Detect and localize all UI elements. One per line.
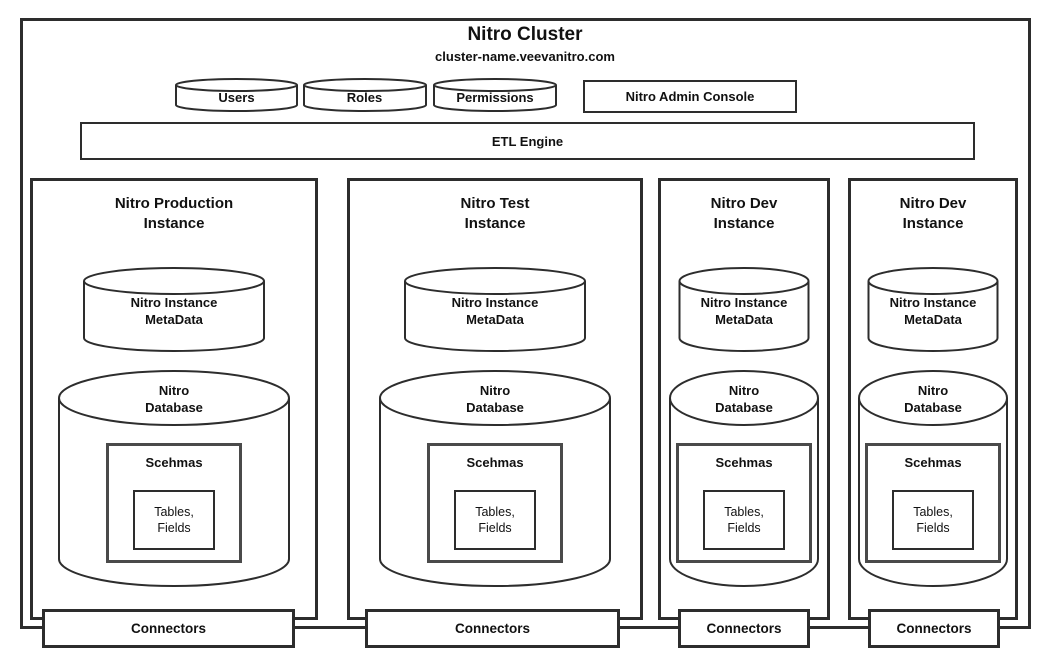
etl-engine-box: ETL Engine — [80, 122, 975, 160]
instance-metadata-cylinder: Nitro Instance MetaData — [83, 267, 265, 352]
instance-test: Nitro Test Instance Nitro Instance MetaD… — [347, 178, 643, 620]
cylinder-shape — [404, 267, 586, 352]
cylinder-shape — [433, 78, 557, 112]
nitro-database-cylinder: Nitro Database Scehmas Tables, Fields — [669, 370, 819, 587]
cylinder-shape — [678, 267, 810, 352]
schemas-label: Scehmas — [466, 455, 524, 470]
instance-title-line2: Instance — [143, 214, 205, 232]
nitro-database-cylinder: Nitro Database Scehmas Tables, Fields — [379, 370, 611, 587]
instance-metadata-label: Nitro Instance MetaData — [700, 295, 788, 328]
cylinder-shape — [83, 267, 265, 352]
instance-title-line1: Nitro Dev — [899, 195, 967, 212]
instance-metadata-label: Nitro Instance MetaData — [451, 295, 539, 328]
schemas-box: Scehmas Tables, Fields — [106, 443, 242, 563]
instance-title-line1: Nitro Dev — [710, 195, 778, 212]
schemas-label: Scehmas — [715, 455, 773, 470]
etl-engine-label: ETL Engine — [491, 133, 564, 149]
instance-title: Nitro Dev Instance — [851, 194, 1015, 233]
tables-fields-box: Tables, Fields — [133, 490, 215, 550]
instance-dev-2: Nitro Dev Instance Nitro Instance MetaDa… — [848, 178, 1018, 620]
connectors-label: Connectors — [130, 621, 206, 636]
instance-title-line1: Nitro Test — [460, 195, 530, 212]
instance-dev-1: Nitro Dev Instance Nitro Instance MetaDa… — [658, 178, 830, 620]
cylinder-shape — [175, 78, 298, 112]
connectors-box: Connectors — [678, 609, 810, 648]
tables-fields-box: Tables, Fields — [892, 490, 974, 550]
instance-production: Nitro Production Instance Nitro Instance… — [30, 178, 318, 620]
instance-title: Nitro Dev Instance — [661, 194, 827, 233]
schemas-box: Scehmas Tables, Fields — [676, 443, 812, 563]
instance-metadata-cylinder: Nitro Instance MetaData — [678, 267, 810, 352]
instance-metadata-label: Nitro Instance MetaData — [889, 295, 977, 328]
nitro-admin-console-label: Nitro Admin Console — [625, 89, 755, 104]
roles-label: Roles — [346, 90, 383, 105]
connectors-label: Connectors — [454, 621, 530, 636]
nitro-database-label: Nitro Database — [145, 383, 203, 416]
connectors-label: Connectors — [896, 621, 972, 636]
schemas-box: Scehmas Tables, Fields — [427, 443, 563, 563]
instance-title-line2: Instance — [464, 214, 526, 232]
instance-title: Nitro Production Instance — [33, 194, 315, 233]
nitro-admin-console-box: Nitro Admin Console — [583, 80, 797, 113]
instance-title-line2: Instance — [902, 214, 964, 232]
connectors-box: Connectors — [868, 609, 1000, 648]
nitro-database-label: Nitro Database — [715, 383, 773, 416]
nitro-database-label: Nitro Database — [904, 383, 962, 416]
instance-title: Nitro Test Instance — [350, 194, 640, 233]
cylinder-shape — [867, 267, 999, 352]
instance-metadata-cylinder: Nitro Instance MetaData — [867, 267, 999, 352]
tables-fields-box: Tables, Fields — [703, 490, 785, 550]
instance-metadata-cylinder: Nitro Instance MetaData — [404, 267, 586, 352]
schemas-label: Scehmas — [145, 455, 203, 470]
cluster-domain-subtitle: cluster-name.veevanitro.com — [435, 49, 615, 64]
nitro-database-cylinder: Nitro Database Scehmas Tables, Fields — [858, 370, 1008, 587]
nitro-database-label: Nitro Database — [466, 383, 524, 416]
cylinder-shape — [303, 78, 427, 112]
diagram-title: Nitro Cluster — [467, 24, 583, 45]
users-label: Users — [218, 90, 255, 105]
permissions-label: Permissions — [456, 90, 534, 105]
nitro-database-cylinder: Nitro Database Scehmas Tables, Fields — [58, 370, 290, 587]
instance-metadata-label: Nitro Instance MetaData — [130, 295, 218, 328]
instance-title-line1: Nitro Production — [114, 195, 234, 212]
schemas-box: Scehmas Tables, Fields — [865, 443, 1001, 563]
connectors-label: Connectors — [706, 621, 782, 636]
connectors-box: Connectors — [42, 609, 295, 648]
users-datastore-cylinder: Users — [175, 78, 298, 112]
connectors-box: Connectors — [365, 609, 620, 648]
permissions-datastore-cylinder: Permissions — [433, 78, 557, 112]
instance-title-line2: Instance — [713, 214, 775, 232]
roles-datastore-cylinder: Roles — [303, 78, 427, 112]
schemas-label: Scehmas — [904, 455, 962, 470]
tables-fields-box: Tables, Fields — [454, 490, 536, 550]
